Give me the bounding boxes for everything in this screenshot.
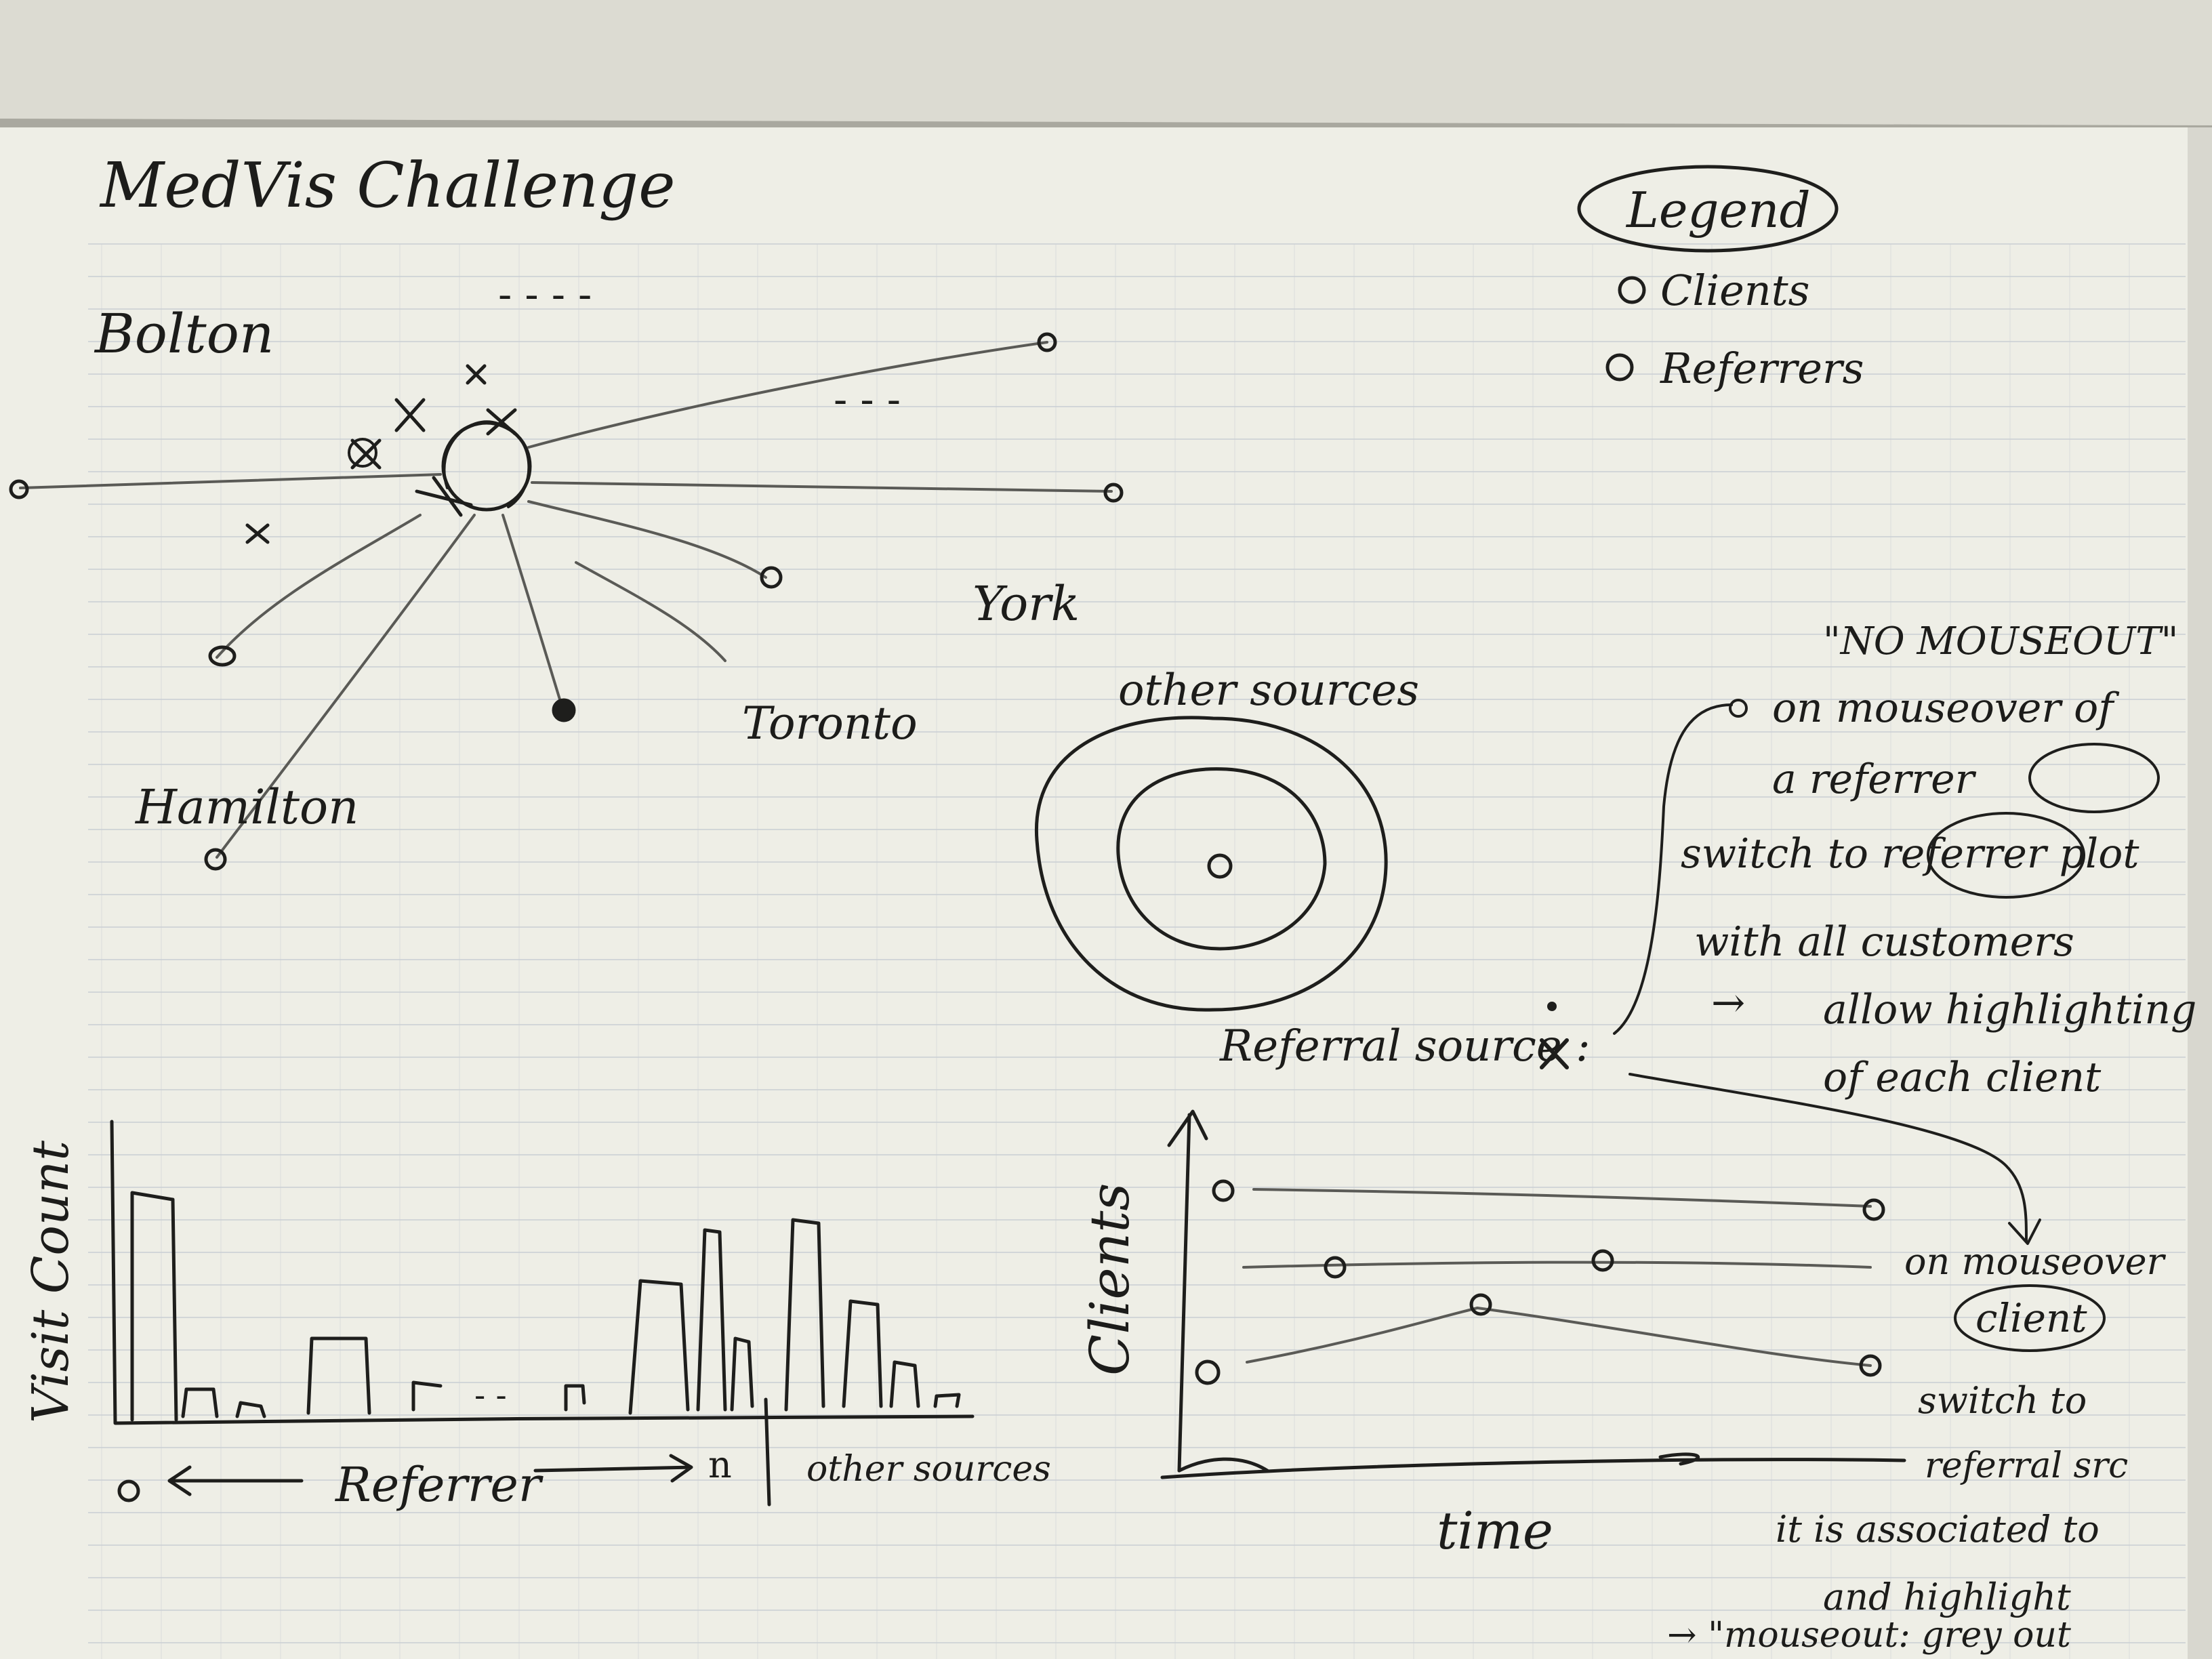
target-label: other sources [1118, 665, 1419, 716]
note-referrer-line-5: allow highlighting [1823, 986, 2196, 1033]
note-client-line-7: → "mouseout: grey out [1667, 1615, 2071, 1656]
timeline-x-axis [1160, 1452, 1906, 1479]
client-point [1469, 1293, 1492, 1316]
city-network-sketch: Bolton - - - - - - - [9, 271, 1124, 871]
bar-axes [110, 1120, 975, 1425]
bar-divider [764, 1397, 771, 1507]
note-no-mouseout: "NO MOUSEOUT" [1823, 619, 2178, 663]
circled-client [1954, 1284, 2106, 1352]
node-southwest [208, 645, 237, 667]
note-referrer-line-3: switch to referrer plot [1681, 830, 2139, 878]
node-right [1103, 483, 1124, 503]
city-label-hamilton: Hamilton [134, 779, 359, 835]
city-label-bolton: Bolton [94, 302, 274, 365]
node-hamilton [204, 848, 227, 871]
note-referrer-line-1: on mouseover of [1772, 684, 2120, 732]
legend-referrer-marker [1605, 353, 1634, 382]
notebook-page [0, 127, 2212, 1659]
note-referrer-bullet [1729, 699, 1748, 718]
client-point [1862, 1198, 1885, 1221]
bar-other-label: other sources [806, 1449, 1051, 1490]
note-client-line-4: referral src [1925, 1446, 2128, 1486]
bar-start-marker [117, 1479, 140, 1502]
bar-right-arrow [533, 1454, 693, 1483]
target-center [1207, 853, 1233, 879]
timeline-arrow [1629, 1073, 2041, 1245]
client-point [1212, 1179, 1235, 1202]
client-point [1859, 1354, 1882, 1377]
edge-1 [19, 473, 442, 489]
client-track-4 [1246, 1307, 1479, 1364]
page-right-edge [2188, 127, 2212, 1659]
edge-3 [531, 481, 1113, 493]
bar-outlines [130, 1191, 961, 1422]
edge-4 [527, 500, 767, 579]
hub-small-circle [348, 438, 377, 468]
city-label-toronto: Toronto [742, 697, 918, 750]
legend-item-clients: Clients [1660, 266, 1809, 315]
previous-page [0, 0, 2212, 129]
bar-xlabel: Referrer [334, 1457, 544, 1513]
edge-7 [501, 514, 564, 710]
inner-ring [1116, 767, 1327, 951]
visit-count-bar-sketch: Visit Count - - Referrer n other sources [22, 1120, 1051, 1513]
note-client-line-5: it is associated to [1776, 1508, 2100, 1551]
legend-heading: Legend [1625, 182, 1811, 239]
timeline-xlabel: time [1437, 1500, 1553, 1561]
ruled-lines [88, 243, 2186, 1659]
timeline-ylabel: Clients [1078, 1183, 1141, 1376]
note-connector [1613, 703, 1733, 1035]
note-client-line-1: on mouseover [1904, 1240, 2167, 1283]
node-east [760, 566, 783, 589]
client-track-1 [1252, 1188, 1872, 1208]
legend-client-marker [1618, 276, 1646, 304]
client-track-2 [1242, 1261, 1872, 1269]
node-left [9, 479, 29, 499]
client-timeline-sketch: Clients time [1078, 1073, 2041, 1561]
bar-end-marker: n [708, 1443, 732, 1486]
client-point [1324, 1256, 1347, 1279]
edge-8 [575, 561, 726, 662]
edge-5 [216, 514, 422, 659]
note-client-line-3: switch to [1918, 1379, 2087, 1422]
note-referrer-line-2: a referrer [1772, 756, 1977, 803]
bar-ellipsis: - - [474, 1376, 507, 1414]
note-referrer-arrow: → [1711, 979, 1745, 1027]
circled-referrer [2028, 743, 2160, 813]
outer-ring [1034, 716, 1388, 1012]
edge-6 [216, 514, 476, 859]
referrer-note: "NO MOUSEOUT" on mouseover of a referrer… [1613, 619, 2196, 1101]
dots-right: - - - [834, 376, 901, 424]
cross-marks [245, 364, 517, 544]
client-note: on mouseover client switch to referral s… [1667, 1240, 2167, 1656]
client-point [1591, 1249, 1614, 1272]
legend-item-referrers: Referrers [1660, 344, 1864, 393]
client-track-3 [1476, 1307, 1872, 1367]
city-label-york: York [972, 576, 1080, 632]
page-title: MedVis Challenge [99, 149, 676, 222]
dots-top: - - - - [498, 271, 592, 319]
source-target-sketch: other sources [1034, 665, 1419, 1012]
note-referrer-line-4: with all customers [1694, 918, 2074, 966]
note-client-line-6: and highlight [1823, 1576, 2071, 1618]
referral-label: Referral source : [1219, 1021, 1591, 1071]
client-point [1195, 1359, 1221, 1385]
bar-left-arrow [167, 1465, 304, 1496]
timeline-y-axis [1167, 1109, 1208, 1473]
edge-2 [527, 341, 1048, 449]
referral-marker [1540, 1002, 1569, 1069]
node-south [552, 698, 576, 722]
bar-ylabel: Visit Count [22, 1141, 80, 1423]
legend-circle [1577, 165, 1839, 253]
circled-referrer-plot [1927, 812, 2085, 899]
node-top-right [1037, 332, 1057, 352]
note-referrer-line-6: of each client [1823, 1054, 2102, 1101]
note-client-line-2: client [1975, 1295, 2087, 1341]
